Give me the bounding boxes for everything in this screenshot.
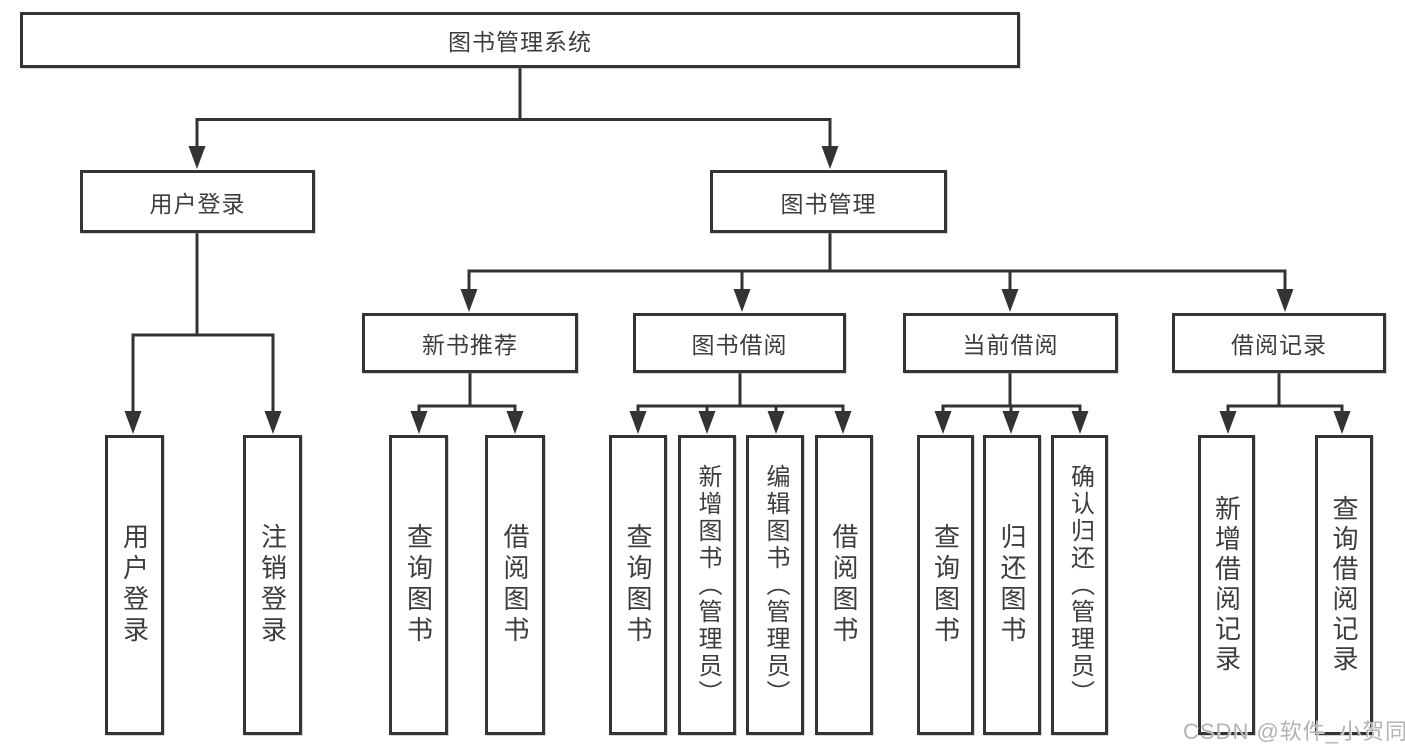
leaf-logout: 注销登录	[243, 435, 302, 735]
leaf-edit-books-admin: 编辑图书（管理员）	[746, 435, 804, 735]
leaf-add-books-admin-label: 新增图书（管理员）	[694, 463, 721, 707]
connector-lines	[131, 68, 1344, 413]
node-root-system: 图书管理系统	[20, 12, 1020, 68]
node-new-book-recommend-label: 新书推荐	[422, 332, 518, 358]
leaf-add-borrow-record-label: 新增借阅记录	[1211, 495, 1242, 675]
leaf-add-borrow-record: 新增借阅记录	[1198, 435, 1255, 735]
node-current-borrow-label: 当前借阅	[962, 332, 1059, 358]
node-user-login: 用户登录	[80, 170, 315, 233]
leaf-confirm-return-admin-label: 确认归还（管理员）	[1066, 463, 1094, 707]
leaf-logout-label: 注销登录	[257, 523, 288, 647]
leaf-query-borrow-record-label: 查询借阅记录	[1329, 495, 1359, 675]
node-user-login-label: 用户登录	[149, 190, 246, 217]
leaf-confirm-return-admin: 确认归还（管理员）	[1051, 435, 1108, 735]
leaf-query-books-recommend: 查询图书	[389, 435, 448, 735]
leaf-query-books-current-label: 查询图书	[930, 523, 961, 647]
leaf-query-books-borrow: 查询图书	[609, 435, 667, 735]
node-book-borrow: 图书借阅	[633, 313, 846, 373]
leaf-borrow-books-recommend-label: 借阅图书	[500, 523, 530, 647]
node-borrow-records-label: 借阅记录	[1231, 332, 1327, 358]
leaf-edit-books-admin-label: 编辑图书（管理员）	[762, 463, 789, 707]
node-book-management-label: 图书管理	[780, 190, 877, 217]
leaf-user-login: 用户登录	[105, 435, 164, 735]
leaf-return-books: 归还图书	[983, 435, 1041, 735]
node-current-borrow: 当前借阅	[903, 313, 1118, 373]
leaf-user-login-label: 用户登录	[119, 523, 150, 647]
node-new-book-recommend: 新书推荐	[362, 313, 578, 373]
leaf-query-borrow-record: 查询借阅记录	[1315, 435, 1373, 735]
node-book-borrow-label: 图书借阅	[691, 332, 788, 358]
leaf-borrow-books-recommend: 借阅图书	[485, 435, 545, 735]
leaf-borrow-books-label: 借阅图书	[829, 523, 859, 647]
node-book-management: 图书管理	[710, 170, 947, 233]
node-borrow-records: 借阅记录	[1172, 313, 1386, 373]
leaf-query-books-borrow-label: 查询图书	[623, 523, 653, 647]
arrowhead-icons	[124, 146, 1351, 434]
leaf-query-books-recommend-label: 查询图书	[403, 523, 434, 647]
leaf-query-books-current: 查询图书	[917, 435, 974, 735]
csdn-watermark: CSDN @软件_小贺同学	[1183, 719, 1405, 744]
leaf-borrow-books: 借阅图书	[815, 435, 873, 735]
leaf-return-books-label: 归还图书	[997, 523, 1027, 647]
node-root-label: 图书管理系统	[448, 29, 592, 55]
leaf-add-books-admin: 新增图书（管理员）	[678, 435, 736, 735]
